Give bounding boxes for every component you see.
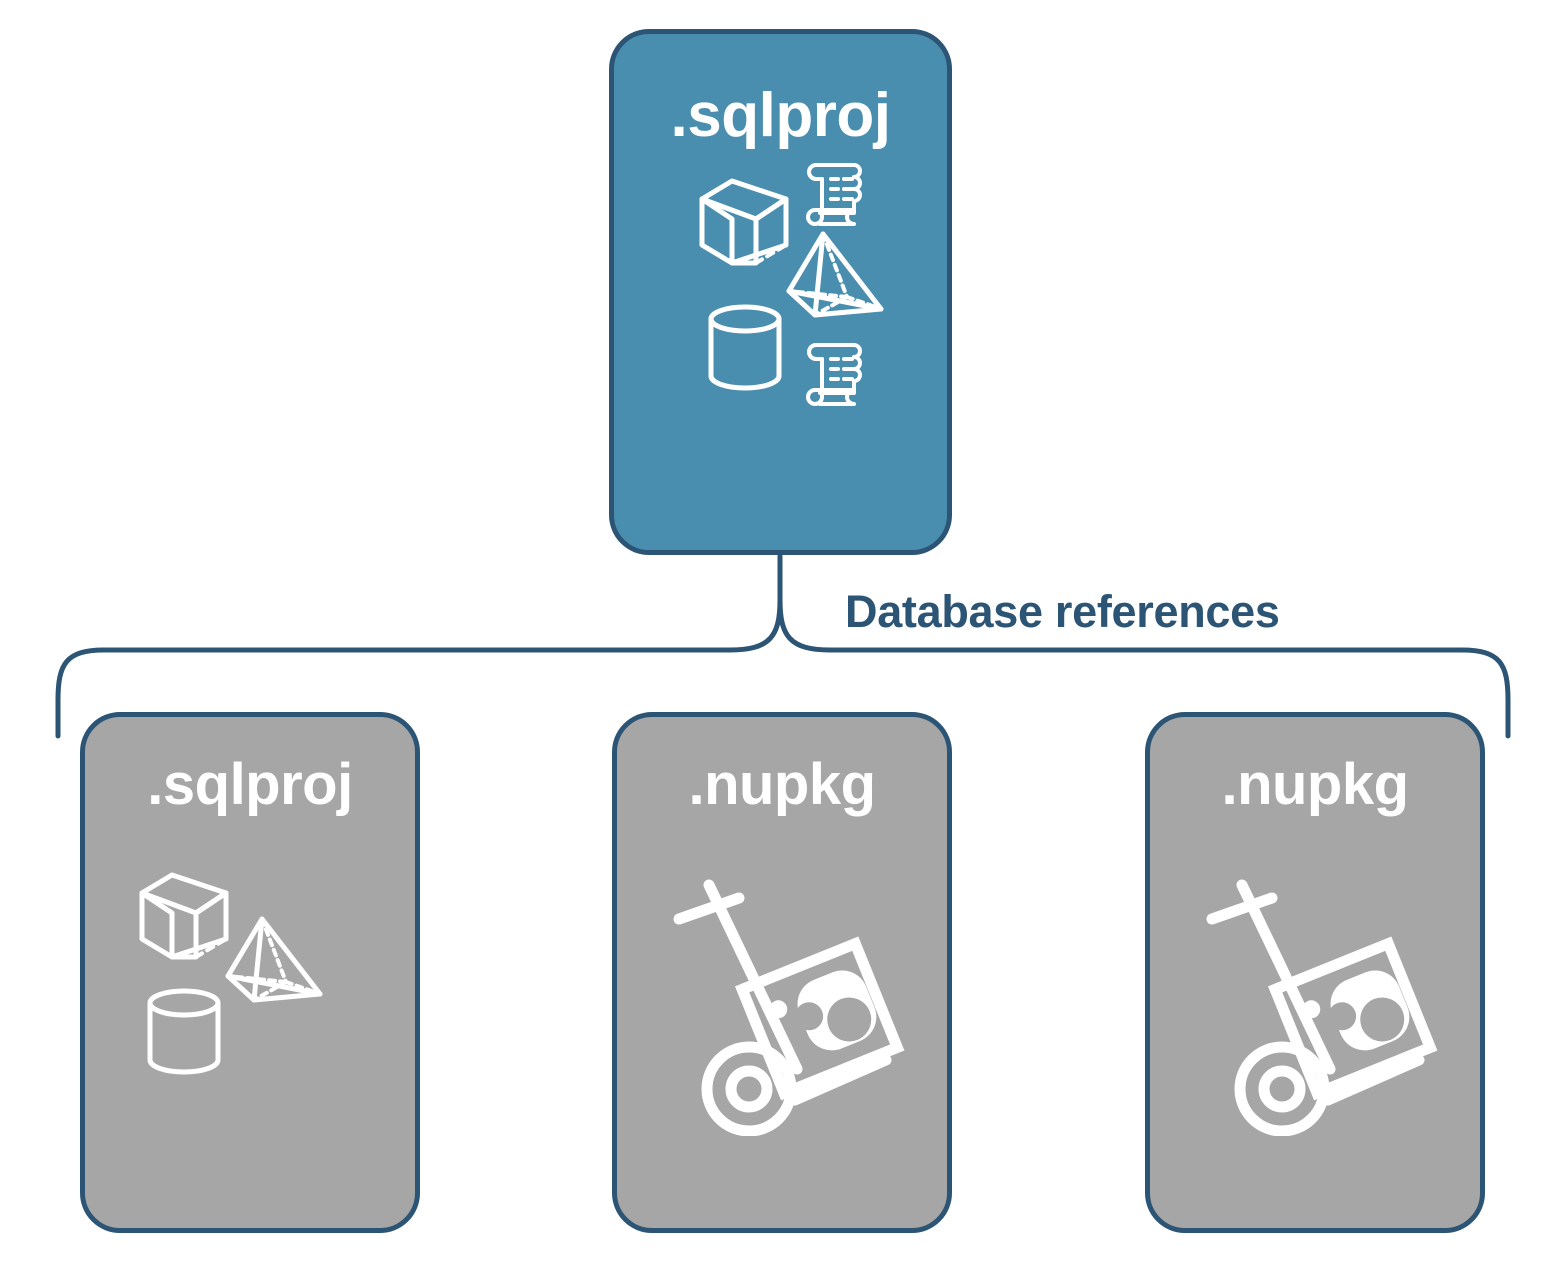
node-reference-nupkg[interactable]: .nupkg: [612, 712, 952, 1233]
node-root-label: .sqlproj: [670, 81, 891, 150]
node-reference-sqlproj[interactable]: .sqlproj: [80, 712, 420, 1233]
node-reference-label: .sqlproj: [147, 752, 353, 817]
node-reference-icon-group: [85, 814, 415, 1228]
cylinder-icon: [147, 988, 221, 1075]
node-reference-nupkg[interactable]: .nupkg: [1145, 712, 1485, 1233]
node-reference-label: .nupkg: [688, 752, 876, 817]
node-reference-icon-group: [1150, 814, 1480, 1228]
pyramid-icon: [225, 916, 323, 1003]
scroll-icon: [806, 343, 862, 406]
node-reference-icon-group: [617, 814, 947, 1228]
cube-icon: [139, 872, 229, 960]
cube-icon: [699, 178, 789, 266]
hand-truck-package-icon: [1206, 879, 1438, 1136]
node-root-icon-group: [614, 147, 947, 550]
cylinder-icon: [708, 304, 782, 391]
node-root-sqlproj[interactable]: .sqlproj: [609, 29, 952, 555]
connector-label-database-references: Database references: [845, 586, 1280, 637]
hand-truck-package-icon: [673, 879, 905, 1136]
node-reference-label: .nupkg: [1221, 752, 1409, 817]
scroll-icon: [806, 163, 862, 226]
pyramid-icon: [786, 231, 884, 318]
